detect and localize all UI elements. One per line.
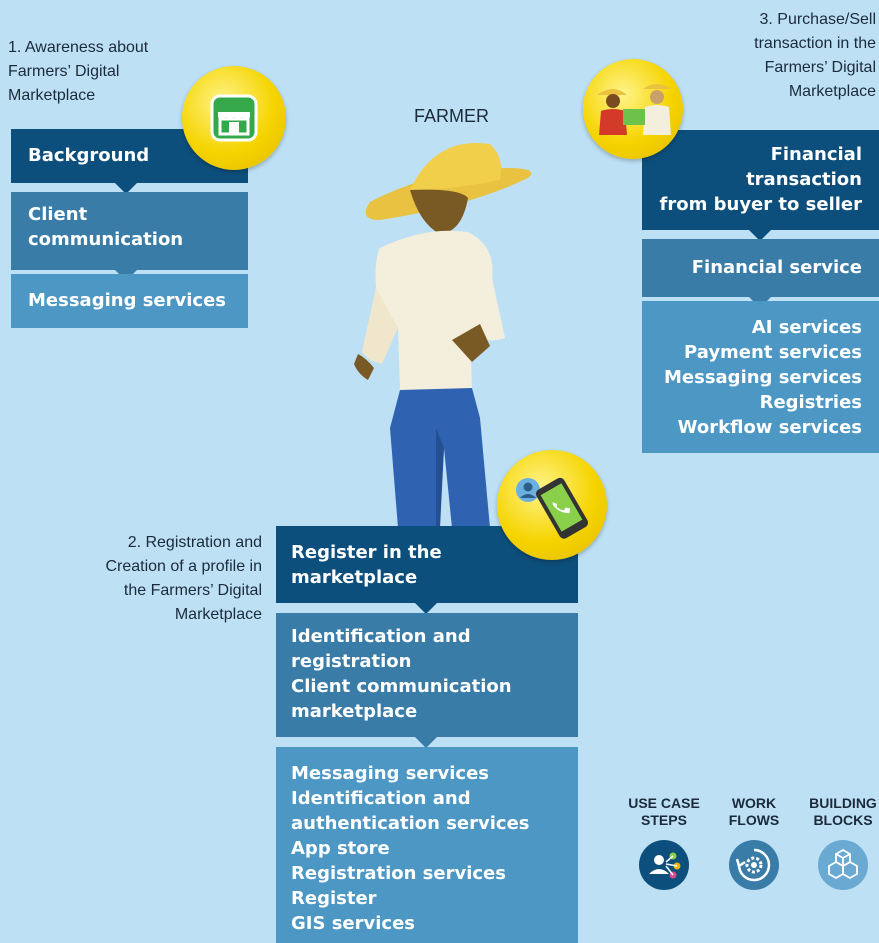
step2-title: 2. Registration and Creation of a profil… <box>105 534 262 623</box>
step2-building-blocks-box: Messaging services Identification and au… <box>276 747 578 943</box>
people-network-icon <box>649 852 681 879</box>
buyer-seller-icon <box>597 84 671 135</box>
step3-title: 3. Purchase/Sell transaction in the Farm… <box>754 11 876 100</box>
cubes-icon <box>828 848 858 880</box>
step2-workflow-box: Identification and registration Client c… <box>276 613 578 737</box>
step3-building-blocks-box: AI services Payment services Messaging s… <box>642 301 879 453</box>
step2-notch-1 <box>415 603 437 614</box>
legend-label-building-blocks: BUILDING BLOCKS <box>809 795 877 828</box>
phone-call-icon <box>516 477 589 539</box>
step1-building-blocks-box: Messaging services <box>11 274 248 328</box>
farmer-label: FARMER <box>414 106 490 126</box>
legend-work-flows <box>729 840 779 890</box>
farmer-illustration <box>354 142 532 528</box>
store-icon-circle <box>182 66 286 170</box>
gear-cycle-icon <box>735 848 771 882</box>
step3-notch-1 <box>749 230 771 241</box>
legend-use-case-steps <box>639 840 689 890</box>
store-icon <box>210 94 258 142</box>
step2-notch-2 <box>415 737 437 748</box>
legend-building-blocks <box>818 840 868 890</box>
transaction-icon-circle <box>583 59 683 159</box>
step3-workflow-box: Financial service <box>642 239 879 297</box>
phone-icon-circle <box>497 450 607 560</box>
legend-label-use-case-steps: USE CASE STEPS <box>628 795 700 828</box>
step1-notch-1 <box>115 183 137 194</box>
step1-workflow-box: Client communication <box>11 192 248 270</box>
legend-label-work-flows: WORK FLOWS <box>728 795 780 828</box>
step1-title: 1. Awareness about Farmers’ Digital Mark… <box>8 39 149 104</box>
step3-use-case-box: Financial transaction from buyer to sell… <box>642 130 879 230</box>
